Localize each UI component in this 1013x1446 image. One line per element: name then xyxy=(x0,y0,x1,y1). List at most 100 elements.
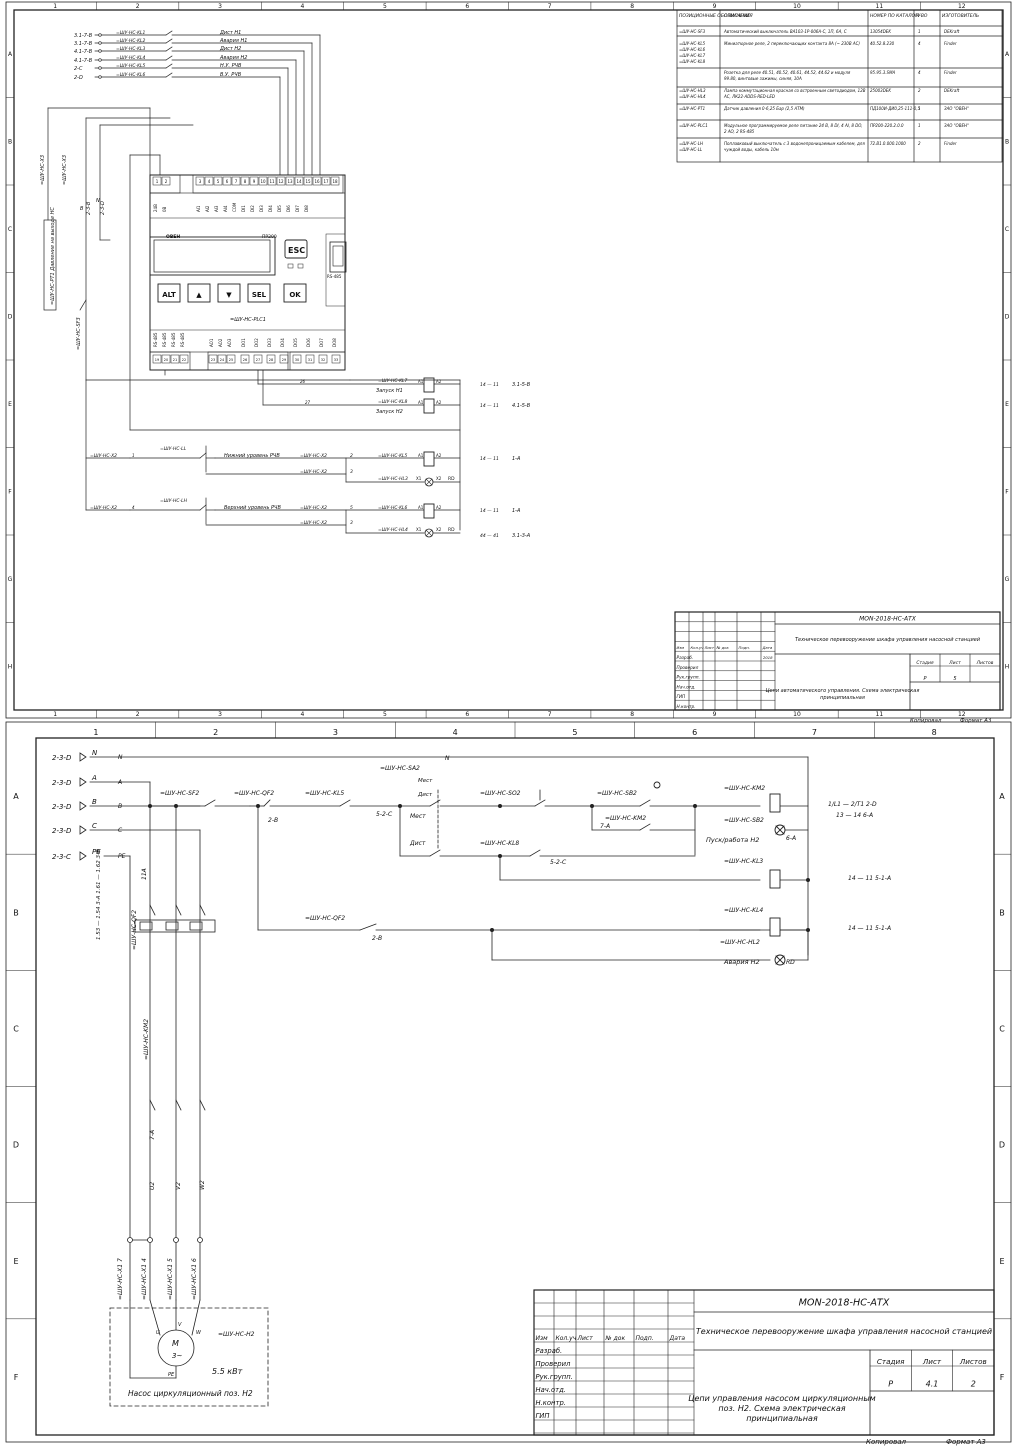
lbl-motor-m: М xyxy=(172,1339,179,1348)
b-mark: В xyxy=(80,206,84,212)
title-role: Нач.отд. xyxy=(536,1386,566,1394)
title-role: Разраб. xyxy=(536,1347,563,1355)
plc-io-label: AI4 xyxy=(223,205,228,212)
column-label-bottom: 11 xyxy=(876,711,884,718)
spec-desc: Поплавковый выключатель с 3 водонепрониц… xyxy=(724,141,865,146)
lbl-km2: =ШУ-НС-KM2 xyxy=(724,785,765,792)
cross-ref: 3.1-3-А xyxy=(512,533,531,539)
plc-terminal-num: 15 xyxy=(305,179,311,184)
spec-catalog: 25003DEK xyxy=(870,88,891,93)
contact-blade xyxy=(165,72,173,78)
title-role: Проверил xyxy=(536,1360,572,1368)
input-ref: 2-3-D xyxy=(52,827,72,835)
title-role: ГИП xyxy=(677,694,687,700)
spec-desc: Датчик давления 0-6,25 Бар (2,5 АТМ) xyxy=(723,106,805,111)
plc-terminal-num: 24 xyxy=(220,358,225,362)
plc-button-3[interactable]: ▼ xyxy=(226,291,232,299)
lbl-mest: Мест xyxy=(418,778,433,784)
wire-number: 3 xyxy=(350,469,353,475)
column-label-top: 9 xyxy=(713,3,717,10)
column-label-bottom: 5 xyxy=(383,711,387,718)
column-label-bottom: 9 xyxy=(713,711,717,718)
plc-terminal-num: 10 xyxy=(260,179,266,184)
relay-contact-tag: =ШУ-НС-KL1 xyxy=(116,30,146,36)
level-relay-coil xyxy=(423,503,435,519)
title-sheets-head: Листов xyxy=(959,1357,987,1366)
lbl-rd: RD xyxy=(786,959,795,966)
bus-label: N xyxy=(118,754,123,761)
spec-qty: 4 xyxy=(918,41,921,46)
plc-io-label: DO5 xyxy=(293,338,298,347)
plc-terminal-num: 23 xyxy=(211,358,215,362)
terminal xyxy=(98,33,102,37)
n-mark: N xyxy=(96,198,100,204)
sheet2-labels: =ШУ-НС-SF2 =ШУ-НС-QF2 =ШУ-НС-KL5 =ШУ-НС-… xyxy=(96,755,891,1398)
contact-ref: 14 — 11 xyxy=(480,382,499,388)
lbl-sa2: =ШУ-НС-SA2 xyxy=(380,765,420,772)
row-label-left: B xyxy=(13,908,19,917)
spec-qty: 4 xyxy=(918,70,921,75)
lbl-x1-5: =ШУ-НС-Х1 5 xyxy=(167,1258,174,1300)
coil-pin: A2 xyxy=(436,453,442,458)
plc-terminal xyxy=(240,354,250,364)
column-label-top: 4 xyxy=(301,3,305,10)
column-label-top: 8 xyxy=(932,728,937,737)
lamp-cross xyxy=(425,529,433,537)
level-lamp-tag: =ШУ-НС-HL4 xyxy=(378,527,408,533)
title-sheets-head: Листов xyxy=(976,660,994,666)
coil-pin: A2 xyxy=(436,505,442,510)
plc-esc-button[interactable]: ESC xyxy=(288,246,305,255)
plc-terminal-num: 25 xyxy=(229,358,233,362)
plc-button-5[interactable]: OK xyxy=(289,291,301,299)
row-label-right: B xyxy=(999,908,1005,917)
output-relay-tag: =ШУ-НС-KL7 xyxy=(378,378,408,384)
lbl-motor-pe: PE xyxy=(168,1372,175,1378)
title-sheet-name: Цепи автоматического управления. Схема э… xyxy=(766,688,920,694)
plc-io-label: DI5 xyxy=(277,205,282,212)
plc-button-2[interactable]: ▲ xyxy=(196,291,202,299)
title-role: Н.контр. xyxy=(536,1399,566,1407)
lbl-ref-52c2: 5-2-С xyxy=(550,859,567,866)
input-ref: 4.1-7-В xyxy=(74,58,93,64)
plc-terminal xyxy=(330,176,340,186)
lbl-motor-w: W xyxy=(196,1330,202,1336)
title-role: ГИП xyxy=(536,1412,550,1420)
plc-terminal-num: 8 xyxy=(244,179,247,184)
lbl-sf2: =ШУ-НС-SF2 xyxy=(160,790,199,797)
plc-button-4[interactable]: SEL xyxy=(252,291,267,299)
output-relay-tag: =ШУ-НС-KL8 xyxy=(378,399,408,405)
lbl-qf2: =ШУ-НС-QF2 xyxy=(234,790,274,797)
input-signal-label: Н.У. РЧВ xyxy=(220,63,242,69)
title-year: 2018 xyxy=(763,656,773,660)
title-project: Техническое перевооружение шкафа управле… xyxy=(696,1327,992,1336)
title-col-head: Подп. xyxy=(636,1335,654,1342)
plc-terminal-num: 17 xyxy=(323,179,329,184)
level-relay-tag: =ШУ-НС-KL5 xyxy=(378,453,408,459)
bus-label: РЕ xyxy=(118,853,126,860)
plc-button-frame xyxy=(247,283,271,303)
paper-format: Формат А3 xyxy=(960,718,992,724)
wire-number: 2 xyxy=(350,453,353,459)
plc-side-text: =ШУ-НС-X3 =ШУ-НС-X3 =ШУ-НС-PT1 Давление … xyxy=(40,155,106,350)
lbl-wire-w2: W2 xyxy=(199,1180,206,1190)
row-label-left: G xyxy=(8,576,13,583)
level-sensor-tag: =ШУ-НС-LL xyxy=(160,446,187,452)
plc-io-label: DO2 xyxy=(254,338,259,347)
column-label-top: 7 xyxy=(812,728,817,737)
coil-pin: A1 xyxy=(418,400,424,405)
plc-io-label: RS-485 xyxy=(162,332,167,347)
plc-terminal xyxy=(279,354,289,364)
plc-terminal-num: 30 xyxy=(295,358,299,362)
lbl-ref-52c: 5-2-С xyxy=(376,811,393,818)
row-label-right: A xyxy=(1005,51,1010,58)
lbl-sb2a: =ШУ-НС-SB2 xyxy=(597,790,637,797)
title-role: Рук.групп. xyxy=(677,675,700,681)
title-sheets: 2 xyxy=(971,1380,976,1389)
level-text: Нижний уровень РЧВ xyxy=(224,453,280,459)
spec-table-text: ПОЗИЦИОННЫЕ ОБОЗНАЧЕНИЯ ОПИСАНИЕ НОМЕР П… xyxy=(679,13,979,152)
row-label-right: B xyxy=(1005,138,1009,145)
plc-terminal-num: 19 xyxy=(155,358,159,362)
spec-catalog: 40.52.8.230 xyxy=(870,41,895,46)
plc-button-1[interactable]: ALT xyxy=(162,291,176,299)
